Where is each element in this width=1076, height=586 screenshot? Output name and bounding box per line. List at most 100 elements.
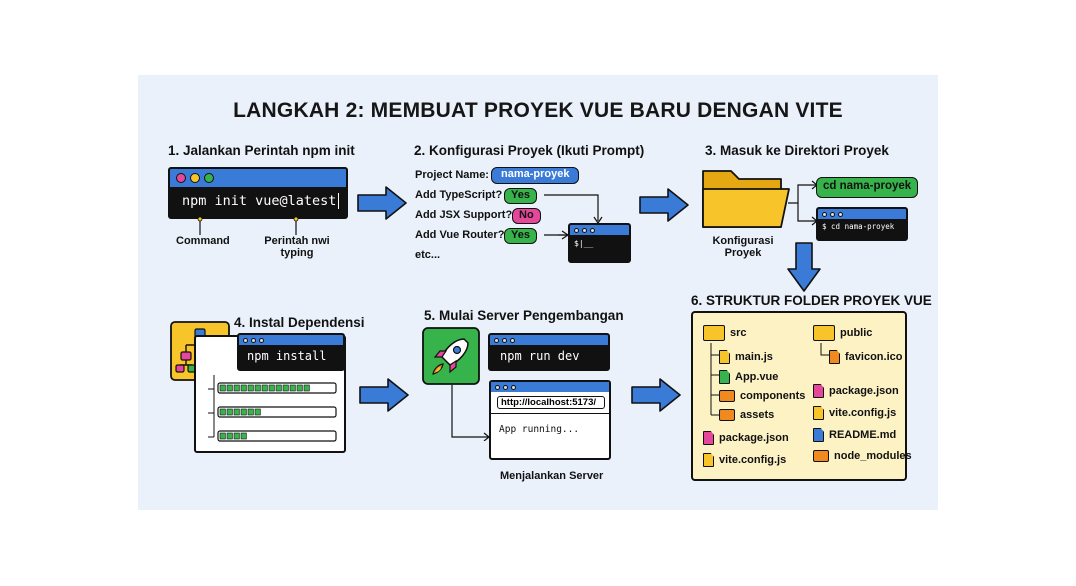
close-dot-icon <box>176 173 186 183</box>
step5-heading: 5. Mulai Server Pengembangan <box>424 308 624 323</box>
progress-segment <box>233 432 240 440</box>
step1-heading: 1. Jalankan Perintah npm init <box>168 143 355 158</box>
folder-icon <box>813 450 829 462</box>
json-file-icon <box>703 431 714 445</box>
progress-segment <box>226 432 233 440</box>
label-command: Command <box>176 235 230 247</box>
window-dot-icon <box>574 227 579 233</box>
diagram-title: LANGKAH 2: MEMBUAT PROYEK VUE BARU DENGA… <box>233 99 843 122</box>
progress-bar <box>217 406 337 418</box>
file-favicon: favicon.ico <box>829 350 902 364</box>
etc-label: etc... <box>415 249 441 261</box>
project-name-value: nama-proyek <box>491 167 580 184</box>
progress-segment <box>268 384 275 392</box>
file-app-vue-label: App.vue <box>735 371 779 383</box>
step5-command: npm run dev <box>500 349 580 363</box>
json-file-icon <box>813 384 824 398</box>
typescript-value: Yes <box>504 188 537 204</box>
step2-terminal: $|__ <box>568 223 631 263</box>
install-progress-bars <box>208 375 337 442</box>
step2-heading: 2. Konfigurasi Proyek (Ikuti Prompt) <box>414 143 645 158</box>
app-output: App running... <box>499 424 580 435</box>
folder-public-label: public <box>840 327 873 339</box>
folder-src: src <box>703 325 747 341</box>
progress-segment <box>303 384 310 392</box>
file-package-json-right-label: package.json <box>829 385 899 397</box>
arrow-down-icon <box>787 242 821 292</box>
arrow-right-icon <box>631 378 681 412</box>
step1-pointers <box>197 216 299 235</box>
step5-connector <box>451 385 490 441</box>
jsx-label: Add JSX Support? <box>415 209 513 221</box>
js-file-icon <box>813 406 824 420</box>
maximize-dot-icon <box>204 173 214 183</box>
step2-terminal-prompt: $|__ <box>574 239 594 248</box>
progress-segment <box>254 408 261 416</box>
js-file-icon <box>703 453 714 467</box>
terminal-titlebar <box>570 225 629 235</box>
file-main-js-label: main.js <box>735 351 773 363</box>
router-label: Add Vue Router? <box>415 229 505 241</box>
folder-public: public <box>813 325 872 341</box>
vue-file-icon <box>719 370 730 384</box>
typescript-label: Add TypeScript? <box>415 189 503 201</box>
file-readme: README.md <box>813 428 896 442</box>
progress-segment <box>275 384 282 392</box>
folder-node-modules-label: node_modules <box>834 450 912 462</box>
cd-command-pill: cd nama-proyek <box>816 177 919 198</box>
file-main-js: main.js <box>719 350 773 364</box>
markdown-file-icon <box>813 428 824 442</box>
step6-heading: 6. STRUKTUR FOLDER PROYEK VUE <box>691 293 932 308</box>
window-dot-icon <box>830 211 835 217</box>
step4-heading: 4. Instal Dependensi <box>234 315 365 330</box>
folder-components: components <box>719 390 805 402</box>
terminal-titlebar <box>818 209 906 219</box>
folder-components-label: components <box>740 390 806 402</box>
progress-segment <box>261 384 268 392</box>
window-dot-icon <box>502 337 507 343</box>
js-file-icon <box>719 350 730 364</box>
file-favicon-label: favicon.ico <box>845 351 903 363</box>
terminal-titlebar <box>170 169 346 187</box>
jsx-value: No <box>512 208 541 224</box>
window-dot-icon <box>494 337 499 343</box>
minimize-dot-icon <box>190 173 200 183</box>
folder-icon <box>702 170 790 228</box>
window-dot-icon <box>259 337 264 343</box>
rocket-icon <box>422 327 480 385</box>
file-vite-config-left: vite.config.js <box>703 453 786 467</box>
step4-terminal: npm install <box>237 333 345 371</box>
window-dot-icon <box>251 337 256 343</box>
arrow-right-icon <box>357 186 407 220</box>
step3-branch-lines <box>788 180 818 226</box>
step5-terminal: npm run dev <box>488 333 610 371</box>
terminal-titlebar <box>490 335 608 345</box>
image-file-icon <box>829 350 840 364</box>
window-dot-icon <box>838 211 843 217</box>
folder-assets: assets <box>719 409 774 421</box>
step3-heading: 3. Masuk ke Direktori Proyek <box>705 143 889 158</box>
folder-node-modules: node_modules <box>813 450 912 462</box>
file-vite-config-right-label: vite.config.js <box>829 407 897 419</box>
tree-lines <box>710 343 719 416</box>
window-dot-icon <box>582 227 587 233</box>
tree-lines <box>820 343 829 356</box>
step3-terminal: $ cd nama-proyek <box>816 207 908 241</box>
project-name-label: Project Name: <box>415 169 489 181</box>
window-dot-icon <box>822 211 827 217</box>
file-vite-config-right: vite.config.js <box>813 406 896 420</box>
progress-segment <box>289 384 296 392</box>
browser-titlebar <box>491 382 609 392</box>
server-caption: Menjalankan Server <box>500 470 604 482</box>
window-dot-icon <box>503 384 508 390</box>
file-readme-label: README.md <box>829 429 897 441</box>
diagram-panel: LANGKAH 2: MEMBUAT PROYEK VUE BARU DENGA… <box>138 75 938 510</box>
progress-bar <box>217 430 337 442</box>
progress-segment <box>226 384 233 392</box>
progress-segment <box>254 384 261 392</box>
window-dot-icon <box>590 227 595 233</box>
step1-terminal: npm init vue@latest <box>168 167 348 219</box>
file-package-json-left-label: package.json <box>719 432 789 444</box>
progress-segment <box>282 384 289 392</box>
progress-segment <box>247 384 254 392</box>
